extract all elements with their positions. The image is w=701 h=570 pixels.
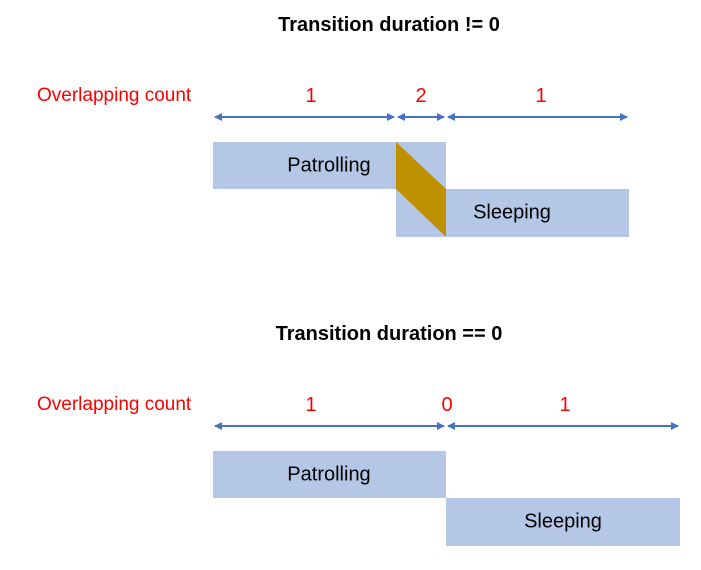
panel2-title: Transition duration == 0: [275, 323, 503, 345]
panel2-count-1: 1: [305, 394, 317, 416]
panel1-overlap-region: [396, 142, 446, 237]
panel2-count-3: 1: [559, 394, 571, 416]
panel2-count-2: 0: [441, 394, 453, 416]
panel1-count-1: 1: [305, 85, 317, 107]
panel1-title: Transition duration != 0: [278, 14, 500, 36]
panel2-patrolling-bar: [213, 451, 446, 498]
panel2-patrolling-label: Patrolling: [287, 463, 371, 486]
panel1-patrolling-label: Patrolling: [287, 154, 371, 177]
panel2-sleeping-label: Sleeping: [524, 510, 602, 533]
panel1-sleeping-label: Sleeping: [473, 201, 551, 224]
panel1-count-3: 1: [535, 85, 547, 107]
panel1-overlapping-count-label: Overlapping count: [37, 85, 192, 106]
panel1-count-2: 2: [415, 85, 427, 107]
panel2-sleeping-bar: [446, 498, 680, 546]
panel2-overlapping-count-label: Overlapping count: [37, 394, 192, 415]
